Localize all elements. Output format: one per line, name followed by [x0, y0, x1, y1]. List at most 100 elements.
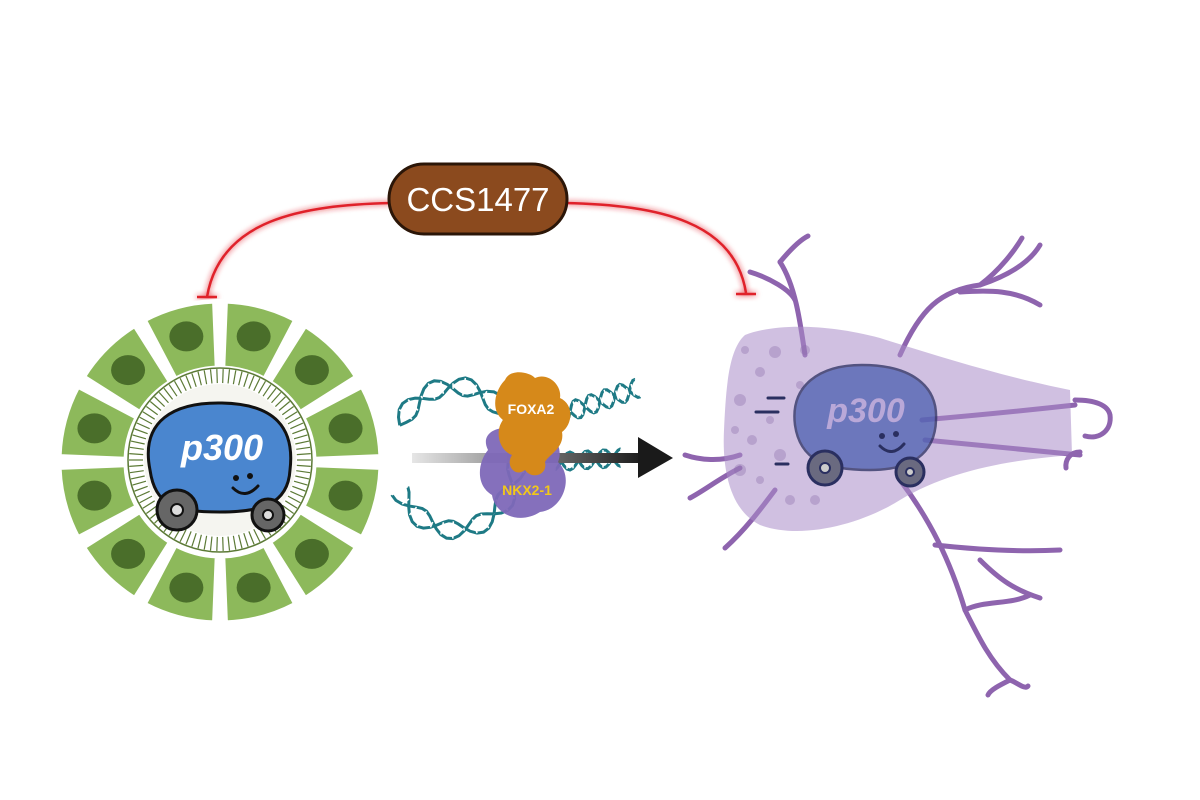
- dna-rung: [416, 510, 428, 527]
- cilium: [130, 440, 145, 445]
- vesicle: [747, 435, 757, 445]
- cilium: [132, 480, 147, 486]
- epithelial-nucleus: [328, 413, 363, 444]
- dna-rung: [398, 409, 413, 420]
- cilium: [136, 422, 150, 430]
- cilium: [248, 531, 255, 545]
- cilium: [185, 531, 192, 545]
- cilium: [139, 416, 153, 425]
- cilium: [179, 528, 187, 543]
- cilium: [191, 373, 197, 387]
- neurite-terminal-2: [1063, 449, 1083, 471]
- cilium: [293, 480, 308, 486]
- dna-rung: [615, 390, 620, 400]
- vesicle: [734, 394, 746, 406]
- foxa2-protein: FOXA2: [495, 372, 571, 476]
- dna-rung: [401, 498, 410, 505]
- cilium: [274, 396, 286, 407]
- dna-rung: [429, 521, 434, 528]
- dna-rung: [609, 391, 615, 403]
- cilium: [139, 495, 153, 504]
- dna-rung: [482, 390, 488, 399]
- cilium: [290, 422, 304, 430]
- p300-smile-right: [878, 442, 906, 453]
- dna-rung: [407, 399, 419, 411]
- cilium: [163, 387, 174, 400]
- cilium: [130, 475, 145, 480]
- epithelial-nucleus: [236, 321, 271, 352]
- cilium: [278, 401, 291, 411]
- cilium: [168, 384, 178, 397]
- cilium: [287, 495, 301, 504]
- vesicle: [769, 346, 781, 358]
- cilium: [287, 416, 301, 425]
- vesicle: [731, 426, 739, 434]
- cilium: [232, 370, 237, 385]
- inhibition-lines: [197, 201, 756, 299]
- cilium: [185, 375, 192, 389]
- epithelial-cells: [58, 300, 382, 624]
- cilium: [296, 446, 311, 450]
- dna-rung: [593, 396, 599, 409]
- cilium: [227, 536, 231, 551]
- cilium: [296, 453, 311, 456]
- dna-rung: [577, 400, 584, 415]
- epithelial-nucleus: [169, 321, 204, 352]
- cilium: [295, 475, 310, 480]
- epithelial-nucleus: [111, 538, 146, 569]
- p300-wheel-left-2: [250, 497, 286, 533]
- p300-wheel-left-1: [155, 488, 199, 532]
- epithelial-nucleus: [111, 355, 146, 386]
- dna-strand: [562, 377, 636, 425]
- epithelial-nucleus: [294, 538, 329, 569]
- dna-rung: [584, 403, 588, 409]
- cilium: [257, 380, 267, 394]
- cilium: [227, 369, 231, 384]
- neurite-terminal-3: [985, 677, 1031, 698]
- p300-car-right: p300: [754, 363, 938, 488]
- vesicle: [766, 416, 774, 424]
- p300-wheel-right-2: [894, 456, 926, 488]
- p300-label-right: p300: [826, 392, 905, 430]
- cilium: [293, 434, 308, 440]
- cilium: [284, 500, 298, 509]
- nkx2-1-label: NKX2-1: [502, 482, 552, 498]
- epithelial-nucleus: [236, 572, 271, 603]
- dna-rung: [630, 383, 636, 396]
- dna-rung: [391, 485, 409, 496]
- cilium: [129, 464, 144, 467]
- cilium: [129, 470, 144, 474]
- cilium: [292, 485, 306, 492]
- cilium: [238, 371, 243, 386]
- inhibition-line-left: [205, 201, 393, 298]
- cilium: [248, 375, 255, 389]
- cilium: [146, 406, 159, 416]
- epithelial-nucleus: [294, 355, 329, 386]
- dna-rung: [471, 519, 478, 534]
- vesicle: [741, 346, 749, 354]
- cilium: [142, 411, 156, 420]
- dna-rung: [440, 381, 445, 394]
- neurite-terminal-1: [1072, 397, 1113, 440]
- cilium: [243, 533, 249, 547]
- dna-rung: [480, 513, 490, 529]
- foxa2-label: FOXA2: [508, 401, 555, 417]
- dna-rung: [599, 397, 604, 405]
- cilium: [243, 373, 249, 387]
- vesicle: [800, 345, 810, 355]
- p300-wheel-right-1: [806, 449, 844, 487]
- cilium: [296, 464, 311, 467]
- cilium: [134, 485, 148, 492]
- cilium: [232, 535, 237, 550]
- cilium: [129, 446, 144, 450]
- cilium: [197, 534, 202, 549]
- p300-car-left: p300: [146, 401, 293, 533]
- cilium: [197, 371, 202, 386]
- dna-rung: [587, 395, 595, 414]
- cilium: [154, 396, 166, 407]
- p300-eye-right-1: [879, 433, 885, 439]
- cilium: [134, 428, 148, 435]
- neuroendocrine-cell: p300: [682, 233, 1113, 698]
